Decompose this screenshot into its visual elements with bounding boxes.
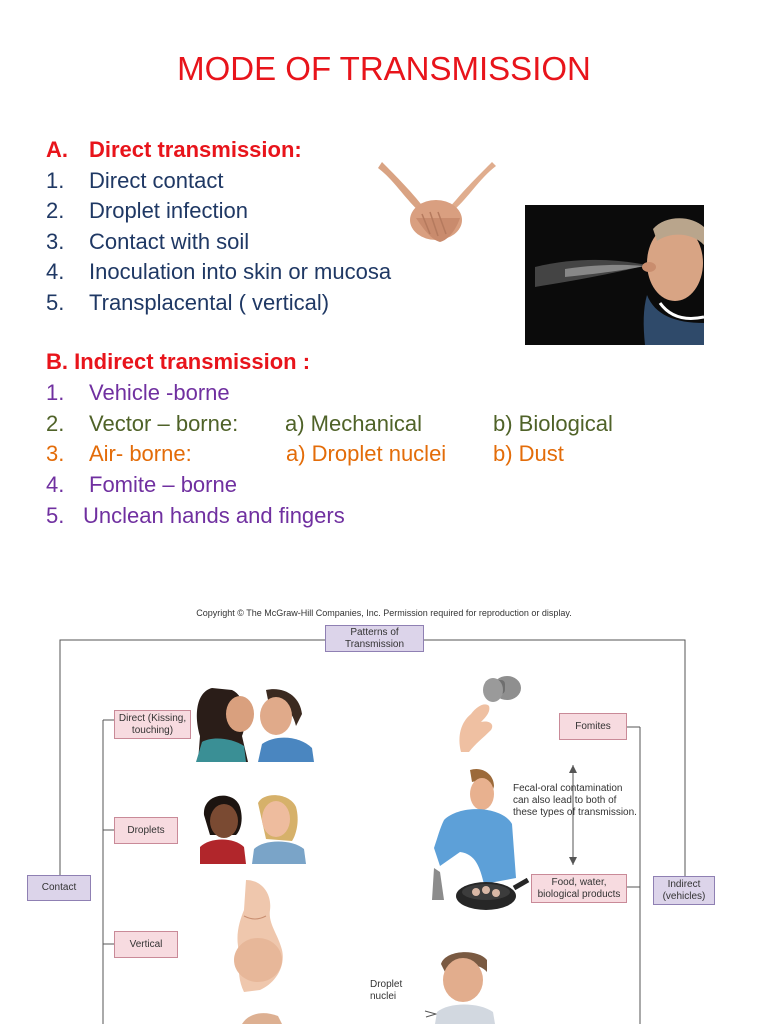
indirect-heading: B. Indirect transmission : xyxy=(46,349,311,374)
direct-box: Direct (Kissing, touching) xyxy=(114,710,191,739)
kissing-couple-illustration xyxy=(196,688,314,762)
hand-partial-illustration xyxy=(242,1013,282,1024)
slide-title: MODE OF TRANSMISSION xyxy=(177,50,591,87)
droplets-box: Droplets xyxy=(114,817,178,844)
holding-hands-image xyxy=(378,162,496,242)
droplet-nuclei-label: Droplet nuclei xyxy=(370,979,403,1002)
direct-heading-text: Direct transmission: xyxy=(89,137,302,162)
copyright-notice: Copyright © The McGraw-Hill Companies, I… xyxy=(196,608,572,618)
diagram-connectors xyxy=(59,639,686,1024)
pregnant-woman-illustration xyxy=(234,880,283,992)
transmission-diagram: Copyright © The McGraw-Hill Companies, I… xyxy=(0,590,768,1024)
indirect-box: Indirect (vehicles) xyxy=(653,876,715,905)
doorknob-hand-illustration xyxy=(459,676,521,752)
coughing-man-illustration xyxy=(435,952,495,1024)
contact-box: Contact xyxy=(27,875,91,901)
fecal-oral-note: Fecal-oral contamination can also lead t… xyxy=(513,783,637,818)
food-box: Food, water, biological products xyxy=(531,874,627,903)
droplets-people-illustration xyxy=(200,795,306,864)
direct-heading-number: A. xyxy=(46,137,68,162)
sneeze-photo xyxy=(525,205,704,345)
fomites-box: Fomites xyxy=(559,713,627,740)
man-cooking-illustration xyxy=(432,768,530,910)
root-box: Patterns of Transmission xyxy=(325,625,424,652)
vertical-box: Vertical xyxy=(114,931,178,958)
